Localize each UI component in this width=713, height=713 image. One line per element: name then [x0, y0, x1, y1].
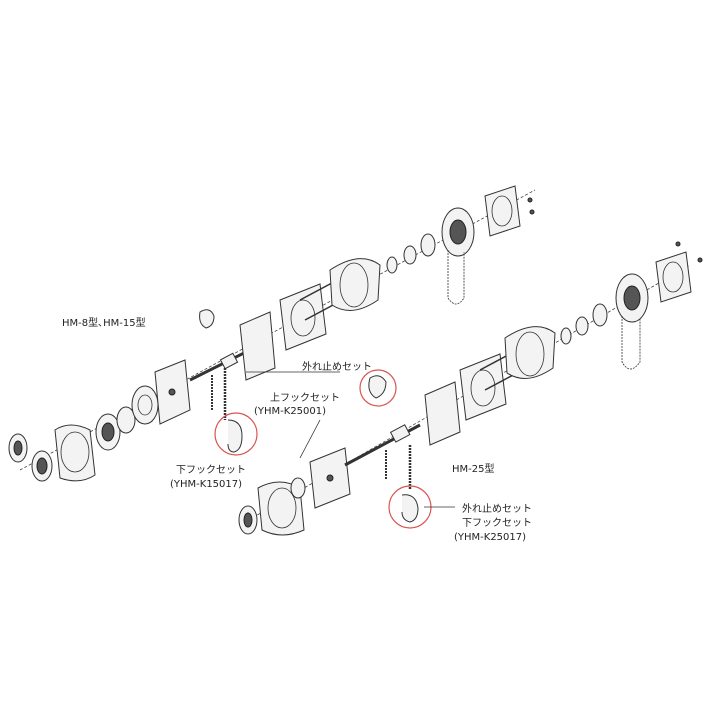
right-brake-cover-rim: [515, 331, 545, 377]
left-brake-cover: [329, 258, 381, 311]
left-load-sheave: [219, 352, 239, 370]
right-ratchet: [560, 327, 572, 345]
right-assembly: [238, 241, 703, 536]
left-lower-hook: [227, 419, 243, 453]
lower-hook-set-right-code: (YHM-K25017): [454, 532, 527, 543]
left-frame-plate-2: [279, 283, 327, 351]
right-gear-housing-rim: [267, 487, 297, 529]
left-frame-plate-1: [239, 311, 276, 381]
lower-hook-set-left-code: (YHM-K15017): [170, 479, 243, 490]
right-lower-hook: [401, 494, 419, 523]
left-cover-screw-2: [529, 209, 535, 215]
model-label-left: HM-8型､HM-15型: [62, 318, 146, 329]
right-hand-chain: [621, 316, 641, 370]
left-frame-plate-2-hole: [290, 299, 316, 337]
left-gear-housing-rim: [60, 431, 90, 473]
right-end-cap-hub: [243, 512, 253, 528]
right-load-sheave: [389, 424, 411, 443]
upper-hook-set-code: (YHM-K25001): [254, 406, 327, 417]
left-lower-hook-highlight-ring: [214, 412, 258, 456]
right-cover-screw-2: [697, 257, 703, 263]
left-gear-3: [131, 385, 159, 425]
left-cover-screw-1: [527, 197, 533, 203]
left-wheel-cover-hole: [491, 195, 513, 227]
latch-set-label-top: 外れ止めセット: [302, 362, 372, 373]
left-friction-disc: [420, 233, 436, 257]
right-wheel-cover: [655, 251, 692, 303]
left-hand-chain: [447, 250, 465, 305]
left-gear-2: [116, 406, 136, 434]
right-pawl-disc: [575, 316, 589, 336]
left-pawl-disc: [403, 245, 417, 265]
upper-hook-highlight-ring: [359, 369, 397, 407]
upper-hook-leader-line: [299, 419, 321, 459]
right-frame-plate-2-hole: [470, 369, 496, 407]
left-hand-wheel-hub: [449, 219, 467, 245]
right-wheel-cover-hole: [662, 261, 684, 293]
lower-hook-set-right-label: 下フックセット: [462, 518, 532, 529]
right-brake-cover: [504, 326, 556, 379]
model-label-right: HM-25型: [452, 464, 495, 475]
right-gear-1: [290, 477, 306, 499]
right-frame-plate-1: [424, 381, 461, 446]
lower-hook-set-left-label: 下フックセット: [176, 465, 246, 476]
right-friction-disc: [592, 303, 608, 327]
right-frame-plate-2: [459, 353, 507, 421]
left-upper-hook: [199, 309, 215, 329]
left-assembly: [8, 185, 536, 482]
left-brake-disc-hub: [36, 457, 48, 475]
upper-hook-set-label: 上フックセット: [270, 393, 340, 404]
right-cover-screw-1: [675, 241, 681, 247]
left-side-plate-bolt: [168, 388, 176, 396]
left-wheel-cover: [484, 185, 521, 237]
left-brake-cover-rim: [339, 262, 369, 308]
left-end-cap-hub: [13, 440, 23, 456]
left-gear-1-hub: [101, 422, 115, 442]
upper-hook-body: [368, 375, 387, 399]
left-gear-3-rim: [137, 394, 153, 416]
left-ratchet: [386, 256, 398, 274]
right-side-plate-bolt: [326, 474, 334, 482]
left-gear-housing: [54, 424, 96, 482]
latch-set-label-right: 外れ止めセット: [462, 504, 532, 515]
right-hand-wheel-hub: [623, 285, 641, 311]
upper-hook-set: [359, 369, 397, 407]
